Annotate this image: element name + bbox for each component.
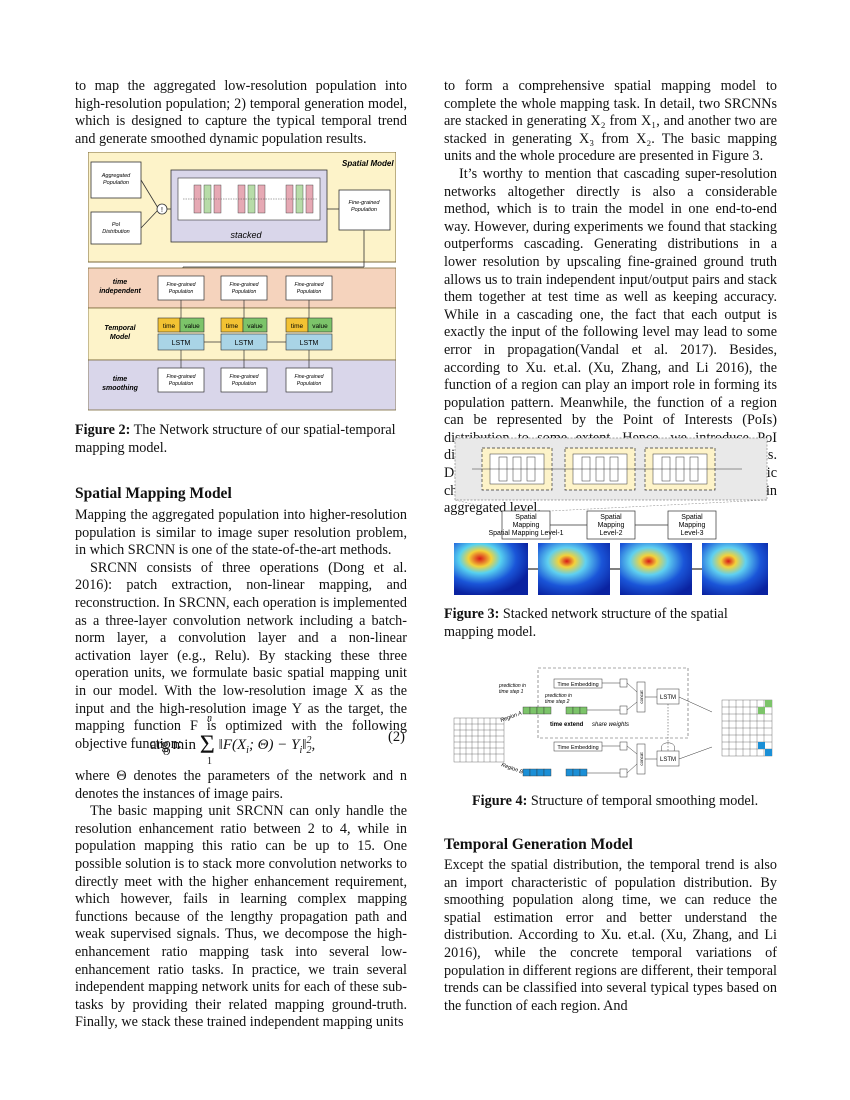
svg-text:Population: Population bbox=[351, 207, 377, 213]
svg-text:Population: Population bbox=[169, 289, 194, 295]
svg-text:Time Embedding: Time Embedding bbox=[557, 682, 598, 688]
svg-text:time: time bbox=[291, 323, 304, 330]
figure-3: Spatial Mapping Spatial Mapping Level-1 … bbox=[454, 437, 768, 595]
svg-text:Mapping: Mapping bbox=[513, 522, 540, 529]
svg-text:Spatial: Spatial bbox=[600, 514, 622, 521]
f4-region-b-cells bbox=[522, 768, 588, 777]
svg-text:smoothing: smoothing bbox=[102, 385, 138, 392]
figure-4: Region A Region B prediction in time ste… bbox=[453, 667, 773, 778]
svg-text:value: value bbox=[184, 323, 200, 330]
figure-3-caption: Figure 3: Stacked network structure of t… bbox=[444, 606, 728, 640]
layer-strips bbox=[183, 184, 318, 214]
svg-text:Mapping: Mapping bbox=[679, 522, 706, 529]
svg-text:Population: Population bbox=[297, 381, 322, 387]
heatmap-2 bbox=[538, 543, 610, 595]
svg-text:time step 2: time step 2 bbox=[545, 699, 570, 705]
heatmap-3 bbox=[620, 543, 692, 595]
svg-text:Fine-grained: Fine-grained bbox=[229, 282, 259, 288]
svg-text:time step 1: time step 1 bbox=[499, 689, 524, 695]
temporal-column-2: Fine-grained Population time value LSTM … bbox=[220, 275, 268, 393]
svg-text:!: ! bbox=[161, 207, 163, 214]
heatmap-1 bbox=[454, 543, 528, 595]
svg-text:Region A: Region A bbox=[500, 710, 523, 723]
svg-text:Distribution: Distribution bbox=[102, 229, 130, 235]
svg-text:time: time bbox=[113, 279, 128, 286]
temporal-generation-body: Except the spatial distribution, the tem… bbox=[444, 857, 777, 1014]
svg-text:Population: Population bbox=[103, 180, 129, 186]
svg-text:prediction in: prediction in bbox=[498, 683, 526, 689]
svg-text:Population: Population bbox=[297, 289, 322, 295]
svg-text:Fine-grained: Fine-grained bbox=[166, 282, 196, 288]
svg-text:Region B: Region B bbox=[500, 762, 524, 775]
figure-2: Spatial Model Aggregated Population PoI … bbox=[88, 152, 396, 411]
svg-text:Population: Population bbox=[232, 289, 257, 295]
svg-text:prediction in: prediction in bbox=[544, 693, 572, 699]
svg-text:Mapping: Mapping bbox=[598, 522, 625, 529]
svg-text:share weights: share weights bbox=[592, 722, 629, 728]
svg-text:Population: Population bbox=[169, 381, 194, 387]
f4-left-grid bbox=[453, 717, 505, 763]
svg-text:Population: Population bbox=[232, 381, 257, 387]
heatmap-4 bbox=[702, 543, 768, 595]
svg-text:PoI: PoI bbox=[112, 222, 121, 228]
svg-text:time: time bbox=[163, 323, 176, 330]
svg-text:Aggregated: Aggregated bbox=[101, 173, 131, 179]
svg-text:Model: Model bbox=[110, 334, 131, 341]
temporal-column-1: Fine-grained Population time value LSTM … bbox=[157, 275, 205, 393]
svg-text:independent: independent bbox=[99, 288, 141, 295]
svg-text:Temporal: Temporal bbox=[104, 325, 136, 332]
equation-number: (2) bbox=[388, 729, 405, 745]
svg-text:Spatial: Spatial bbox=[681, 514, 703, 521]
svg-text:Spatial Mapping Level-1: Spatial Mapping Level-1 bbox=[488, 530, 563, 537]
stacked-label: stacked bbox=[230, 230, 262, 240]
svg-text:time: time bbox=[226, 323, 239, 330]
figure-2-caption: Figure 2: The Network structure of our s… bbox=[75, 422, 396, 456]
temporal-column-3: Fine-grained Population time value LSTM … bbox=[285, 275, 333, 393]
svg-text:Fine-grained: Fine-grained bbox=[229, 374, 259, 380]
svg-text:Fine-grained: Fine-grained bbox=[294, 374, 324, 380]
svg-text:LSTM: LSTM bbox=[172, 340, 191, 347]
svg-text:LSTM: LSTM bbox=[300, 340, 319, 347]
svg-text:Spatial: Spatial bbox=[515, 514, 537, 521]
svg-text:LSTM: LSTM bbox=[660, 695, 676, 701]
svg-text:concat: concat bbox=[639, 752, 644, 766]
svg-text:LSTM: LSTM bbox=[235, 340, 254, 347]
svg-text:time: time bbox=[113, 376, 128, 383]
svg-text:Level-2: Level-2 bbox=[600, 530, 623, 537]
svg-text:Time Embedding: Time Embedding bbox=[557, 745, 598, 751]
figure-4-caption: Figure 4: Structure of temporal smoothin… bbox=[472, 793, 759, 809]
svg-text:time extend: time extend bbox=[550, 722, 584, 728]
svg-text:Level-3: Level-3 bbox=[681, 530, 704, 537]
f4-region-a-cells bbox=[522, 706, 588, 715]
section-title-temporal-generation: Temporal Generation Model bbox=[444, 836, 633, 853]
section-title-spatial-mapping: Spatial Mapping Model bbox=[75, 485, 232, 502]
spatial-mapping-body: Mapping the aggregated population into h… bbox=[75, 507, 407, 752]
svg-text:value: value bbox=[247, 323, 263, 330]
equation-2: arg min Σ ‖F(Xi; Θ) − Yi‖22, bbox=[150, 730, 316, 759]
svg-text:concat: concat bbox=[639, 690, 644, 704]
svg-text:LSTM: LSTM bbox=[660, 757, 676, 763]
svg-text:Fine-grained: Fine-grained bbox=[166, 374, 196, 380]
svg-text:value: value bbox=[312, 323, 328, 330]
spatial-model-label: Spatial Model bbox=[342, 159, 394, 168]
left-top-paragraph: to map the aggregated low-resolution pop… bbox=[75, 78, 407, 147]
spatial-mapping-body-2: where Θ denotes the parameters of the ne… bbox=[75, 768, 407, 1031]
svg-text:Fine-grained: Fine-grained bbox=[349, 200, 381, 206]
svg-text:Fine-grained: Fine-grained bbox=[294, 282, 324, 288]
